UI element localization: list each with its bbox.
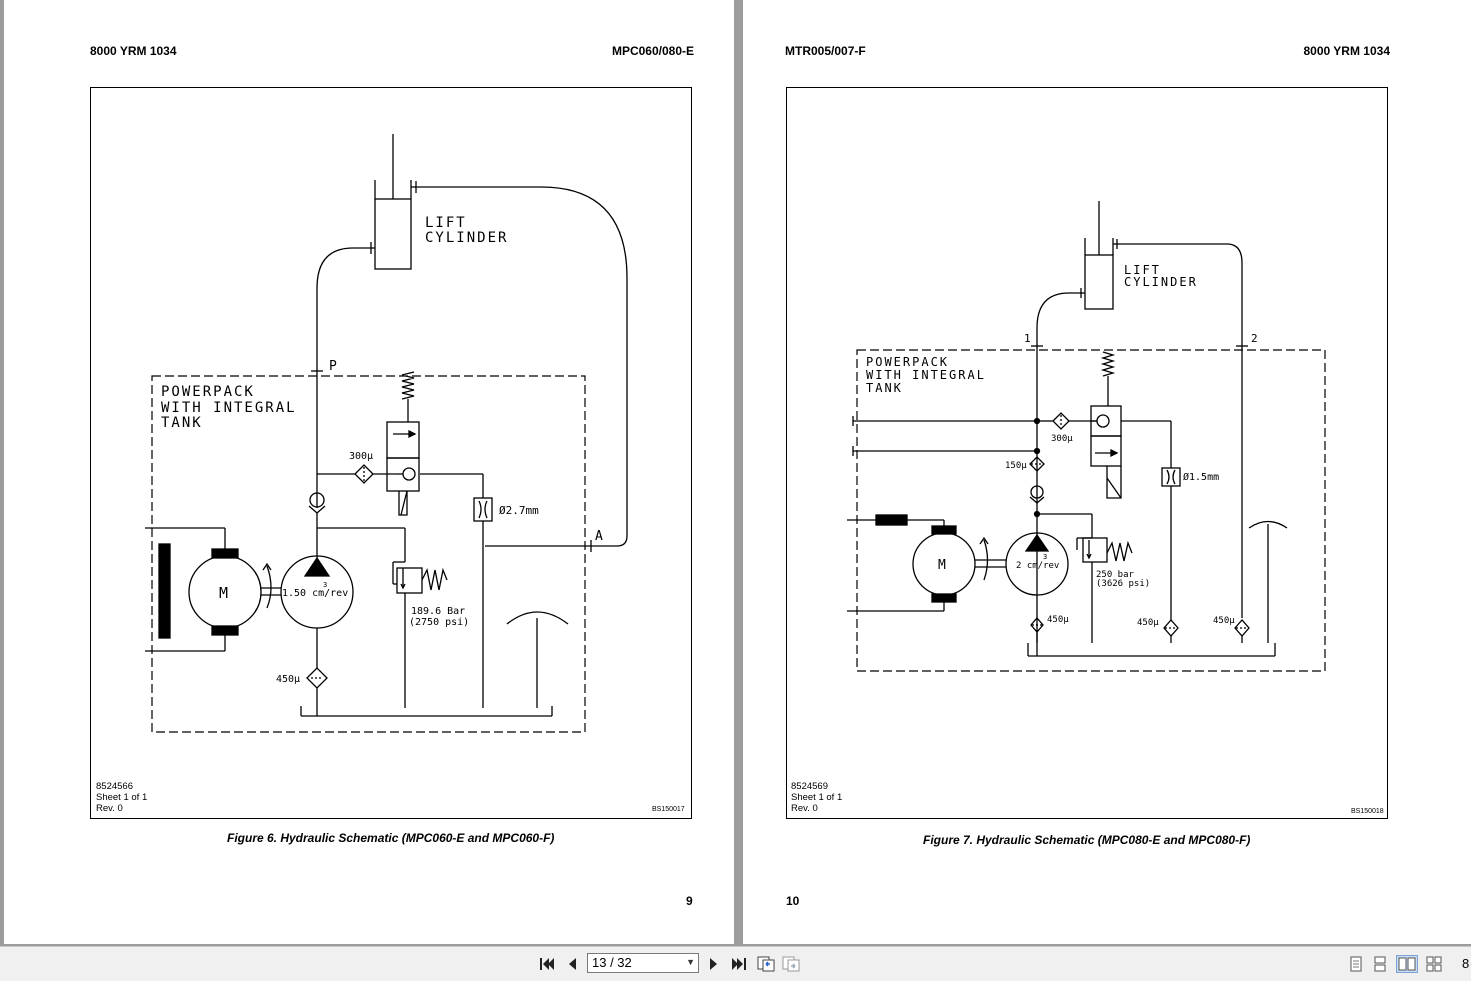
filter-300-label: 300μ [1051,434,1073,444]
figure-frame: LIFT CYLINDER P A POWERPACK WITH INTEGRA… [90,87,692,819]
dropdown-arrow-icon: ▼ [686,957,695,967]
filter-150-label: 150μ [1005,461,1027,471]
cylinder-label-1: LIFT [1124,263,1161,277]
drawing-info: 8524566 Sheet 1 of 1 Rev. 0 [96,781,147,814]
port-1-label: 1 [1024,332,1031,345]
port-p-label: P [329,359,337,374]
powerpack-label-1: POWERPACK [161,384,255,400]
drawing-number: 8524569 [791,781,828,792]
back-view-icon [757,956,775,972]
orifice-label: Ø2.7mm [499,504,539,517]
relief-pressure-psi: (2750 psi) [409,617,469,628]
page-10: MTR005/007-F 8000 YRM 1034 LIFT CYLINDER… [743,0,1471,944]
port-2-label: 2 [1251,332,1258,345]
powerpack-label-1: POWERPACK [866,355,949,369]
filter-450-b-label: 450μ [1137,618,1159,628]
forward-view-button[interactable] [782,955,800,973]
pump-displacement-label: 2 cm/rev [1016,561,1059,571]
continuous-view-button[interactable] [1371,955,1389,973]
zoom-level[interactable]: 8 [1462,956,1470,971]
page-indicator: 13 / 32 [592,955,632,970]
relief-pressure-psi: (3626 psi) [1096,579,1150,589]
header-right: 8000 YRM 1034 [1303,44,1390,58]
drawing-code: BS150018 [1351,808,1384,815]
port-a-label: A [595,529,603,544]
page-9: 8000 YRM 1034 MPC060/080-E LIFT CYLINDER… [4,0,734,944]
cylinder-label-2: CYLINDER [425,230,508,246]
first-page-icon [540,958,554,970]
filter-450-label: 450μ [276,674,300,685]
figure-caption: Figure 7. Hydraulic Schematic (MPC080-E … [923,833,1251,847]
page-number-select[interactable]: 13 / 32 ▼ [587,953,699,973]
page-number: 9 [686,894,693,908]
powerpack-label-2: WITH INTEGRAL [161,400,297,416]
continuous-facing-view-button[interactable] [1425,955,1443,973]
sheet-info: Sheet 1 of 1 [96,792,148,803]
relief-pressure-bar: 189.6 Bar [411,606,465,617]
last-page-icon [732,958,746,970]
figure-caption: Figure 6. Hydraulic Schematic (MPC060-E … [227,831,555,845]
previous-page-button[interactable] [563,955,581,973]
drawing-number: 8524566 [96,781,133,792]
revision-info: Rev. 0 [96,803,123,814]
single-page-view-button[interactable] [1347,955,1365,973]
pump-displacement-label: 1.50 cm/rev [282,588,348,599]
figure-frame: LIFT CYLINDER 1 2 POWERPACK WITH INTEGRA… [786,87,1388,819]
page-number: 10 [786,894,800,908]
filter-450-c-label: 450μ [1213,616,1235,626]
next-page-button[interactable] [705,955,723,973]
hydraulic-schematic: LIFT CYLINDER P A POWERPACK WITH INTEGRA… [145,134,628,733]
header-left: 8000 YRM 1034 [90,44,177,58]
previous-page-icon [569,958,576,970]
single-page-icon [1350,956,1362,972]
back-view-button[interactable] [757,955,775,973]
filter-450-a-label: 450μ [1047,615,1069,625]
powerpack-label-3: TANK [161,415,203,431]
cylinder-label-2: CYLINDER [1124,275,1198,289]
continuous-page-icon [1374,956,1386,972]
pump-exponent: 3 [1043,553,1047,561]
header-left: MTR005/007-F [785,44,866,58]
drawing-code: BS150017 [652,806,685,813]
cylinder-label-1: LIFT [425,215,467,231]
orifice-label: Ø1.5mm [1183,471,1219,483]
facing-pages-icon [1398,957,1416,971]
powerpack-label-3: TANK [866,381,903,395]
first-page-button[interactable] [538,955,556,973]
continuous-facing-icon [1426,956,1442,972]
relief-pressure-bar: 250 bar [1096,570,1135,580]
revision-info: Rev. 0 [791,803,818,814]
hydraulic-schematic: LIFT CYLINDER 1 2 POWERPACK WITH INTEGRA… [847,201,1326,672]
drawing-info: 8524569 Sheet 1 of 1 Rev. 0 [791,781,842,814]
next-page-icon [710,958,717,970]
last-page-button[interactable] [730,955,748,973]
filter-300-label: 300μ [349,451,373,462]
facing-pages-view-button[interactable] [1396,955,1418,973]
navigation-toolbar: 13 / 32 ▼ 8 [0,946,1471,981]
header-right: MPC060/080-E [611,44,694,58]
motor-label: M [938,558,946,573]
document-viewport[interactable]: 8000 YRM 1034 MPC060/080-E LIFT CYLINDER… [0,0,1471,946]
motor-label: M [219,584,228,602]
forward-view-icon [782,956,800,972]
powerpack-label-2: WITH INTEGRAL [866,368,986,382]
sheet-info: Sheet 1 of 1 [791,792,843,803]
pump-exponent: 3 [323,581,327,589]
